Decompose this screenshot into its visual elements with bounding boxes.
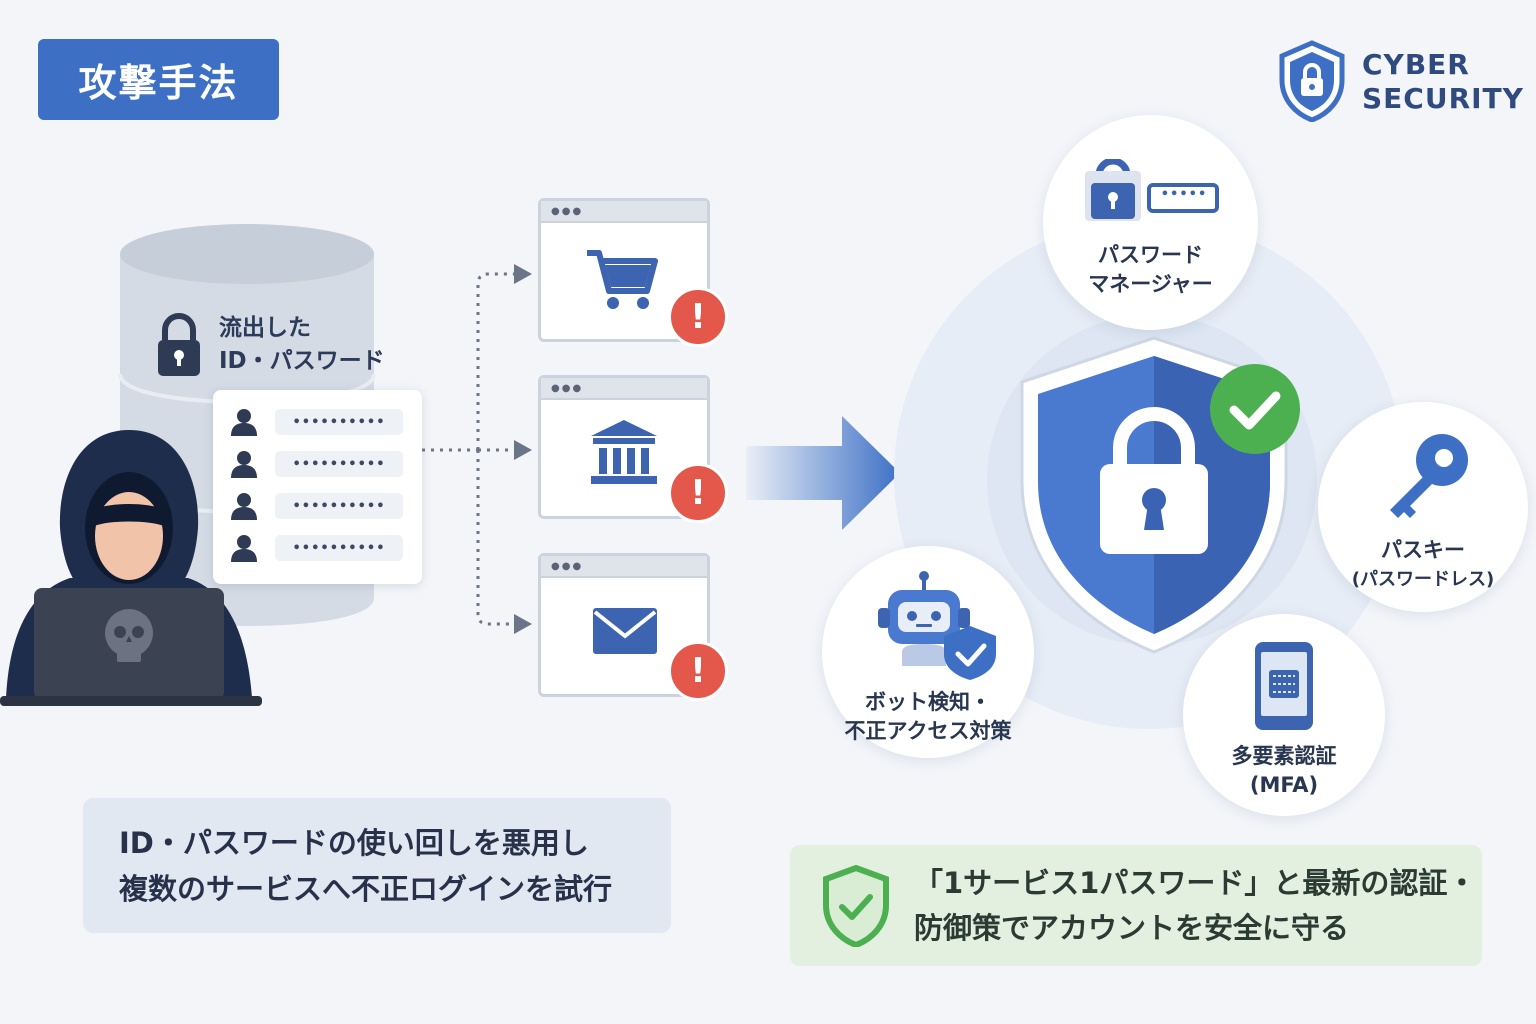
- defense-bot-detection: ボット検知・ 不正アクセス対策: [822, 546, 1034, 758]
- node-label-line-2: マネージャー: [1088, 272, 1213, 296]
- credential-row: ••••••••••: [229, 533, 409, 563]
- check-badge-icon: [1210, 364, 1300, 454]
- node-label: 多要素認証 (MFA): [1183, 742, 1385, 800]
- password-field: ••••••••••: [275, 493, 403, 519]
- target-site-shopping: ●●●: [538, 198, 710, 342]
- credential-row: ••••••••••: [229, 407, 409, 437]
- defense-caption-box: 「1サービス1パスワード」と最新の認証・ 防御策でアカウントを安全に守る: [790, 845, 1482, 966]
- attack-caption-box: ID・パスワードの使い回しを悪用し 複数のサービスへ不正ログインを試行: [83, 798, 671, 933]
- node-label-line-1: パスワード: [1098, 243, 1203, 267]
- target-site-mail: ●●●: [538, 553, 710, 697]
- password-manager-icon: [1085, 159, 1219, 221]
- brand-logo-text: CYBER SECURITY: [1362, 48, 1524, 116]
- node-label: パスワード マネージャー: [1043, 241, 1258, 299]
- alert-icon: !: [668, 463, 728, 523]
- masked-password: •••••: [1160, 187, 1208, 202]
- password-field: ••••••••••: [275, 451, 403, 477]
- section-title-badge: 攻撃手法: [38, 39, 279, 120]
- user-icon: [231, 493, 257, 520]
- node-label-line-1: 多要素認証: [1231, 744, 1337, 768]
- transition-arrow-icon: [746, 416, 900, 530]
- leaked-label-line-1: 流出した: [219, 315, 311, 341]
- node-label-line-2: (MFA): [1249, 773, 1319, 797]
- node-label: パスキー (パスワードレス): [1318, 536, 1528, 594]
- leaked-label-line-2: ID・パスワード: [219, 348, 385, 374]
- shopping-cart-icon: [587, 250, 658, 309]
- shield-lock-icon: [1279, 40, 1345, 122]
- password-field: ••••••••••: [275, 535, 403, 561]
- node-label-line-2: (パスワードレス): [1351, 569, 1495, 590]
- attack-caption-text: ID・パスワードの使い回しを悪用し 複数のサービスへ不正ログインを試行: [119, 820, 612, 912]
- shield-check-icon: [823, 865, 889, 947]
- attack-caption-line-1: ID・パスワードの使い回しを悪用し: [119, 826, 589, 860]
- robot-shield-icon: [878, 571, 996, 680]
- brand-line-1: CYBER: [1362, 48, 1470, 81]
- attack-caption-line-2: 複数のサービスへ不正ログインを試行: [119, 872, 613, 906]
- node-label-line-1: ボット検知・: [865, 690, 991, 714]
- smartphone-icon: [1255, 642, 1313, 730]
- padlock-icon: [158, 313, 200, 376]
- alert-icon: !: [668, 641, 728, 701]
- node-label-line-2: 不正アクセス対策: [844, 719, 1012, 743]
- mail-icon: [593, 608, 657, 654]
- attack-distribution-arrows: [422, 264, 532, 634]
- node-label-line-1: パスキー: [1381, 538, 1465, 562]
- hacker-icon: [0, 430, 262, 706]
- key-icon: [1390, 434, 1468, 518]
- bank-icon: [591, 420, 657, 484]
- user-icon: [231, 451, 257, 478]
- brand-line-2: SECURITY: [1362, 82, 1524, 115]
- defense-mfa: 多要素認証 (MFA): [1183, 614, 1385, 816]
- credential-row: ••••••••••: [229, 491, 409, 521]
- alert-icon: !: [668, 287, 728, 347]
- defense-caption-line-1: 「1サービス1パスワード」と最新の認証・: [914, 866, 1477, 900]
- node-label: ボット検知・ 不正アクセス対策: [822, 688, 1034, 746]
- user-icon: [231, 535, 257, 562]
- defense-password-manager: ••••• パスワード マネージャー: [1043, 115, 1258, 330]
- user-icon: [231, 409, 257, 436]
- credential-row: ••••••••••: [229, 449, 409, 479]
- password-field: ••••••••••: [275, 409, 403, 435]
- target-site-bank: ●●●: [538, 375, 710, 519]
- defense-caption-line-2: 防御策でアカウントを安全に守る: [914, 911, 1350, 945]
- defense-passkey: パスキー (パスワードレス): [1318, 402, 1528, 612]
- credential-list-card: •••••••••• •••••••••• •••••••••• •••••••…: [213, 390, 422, 584]
- defense-caption-text: 「1サービス1パスワード」と最新の認証・ 防御策でアカウントを安全に守る: [914, 861, 1476, 951]
- leaked-credentials-label: 流出した ID・パスワード: [219, 312, 385, 378]
